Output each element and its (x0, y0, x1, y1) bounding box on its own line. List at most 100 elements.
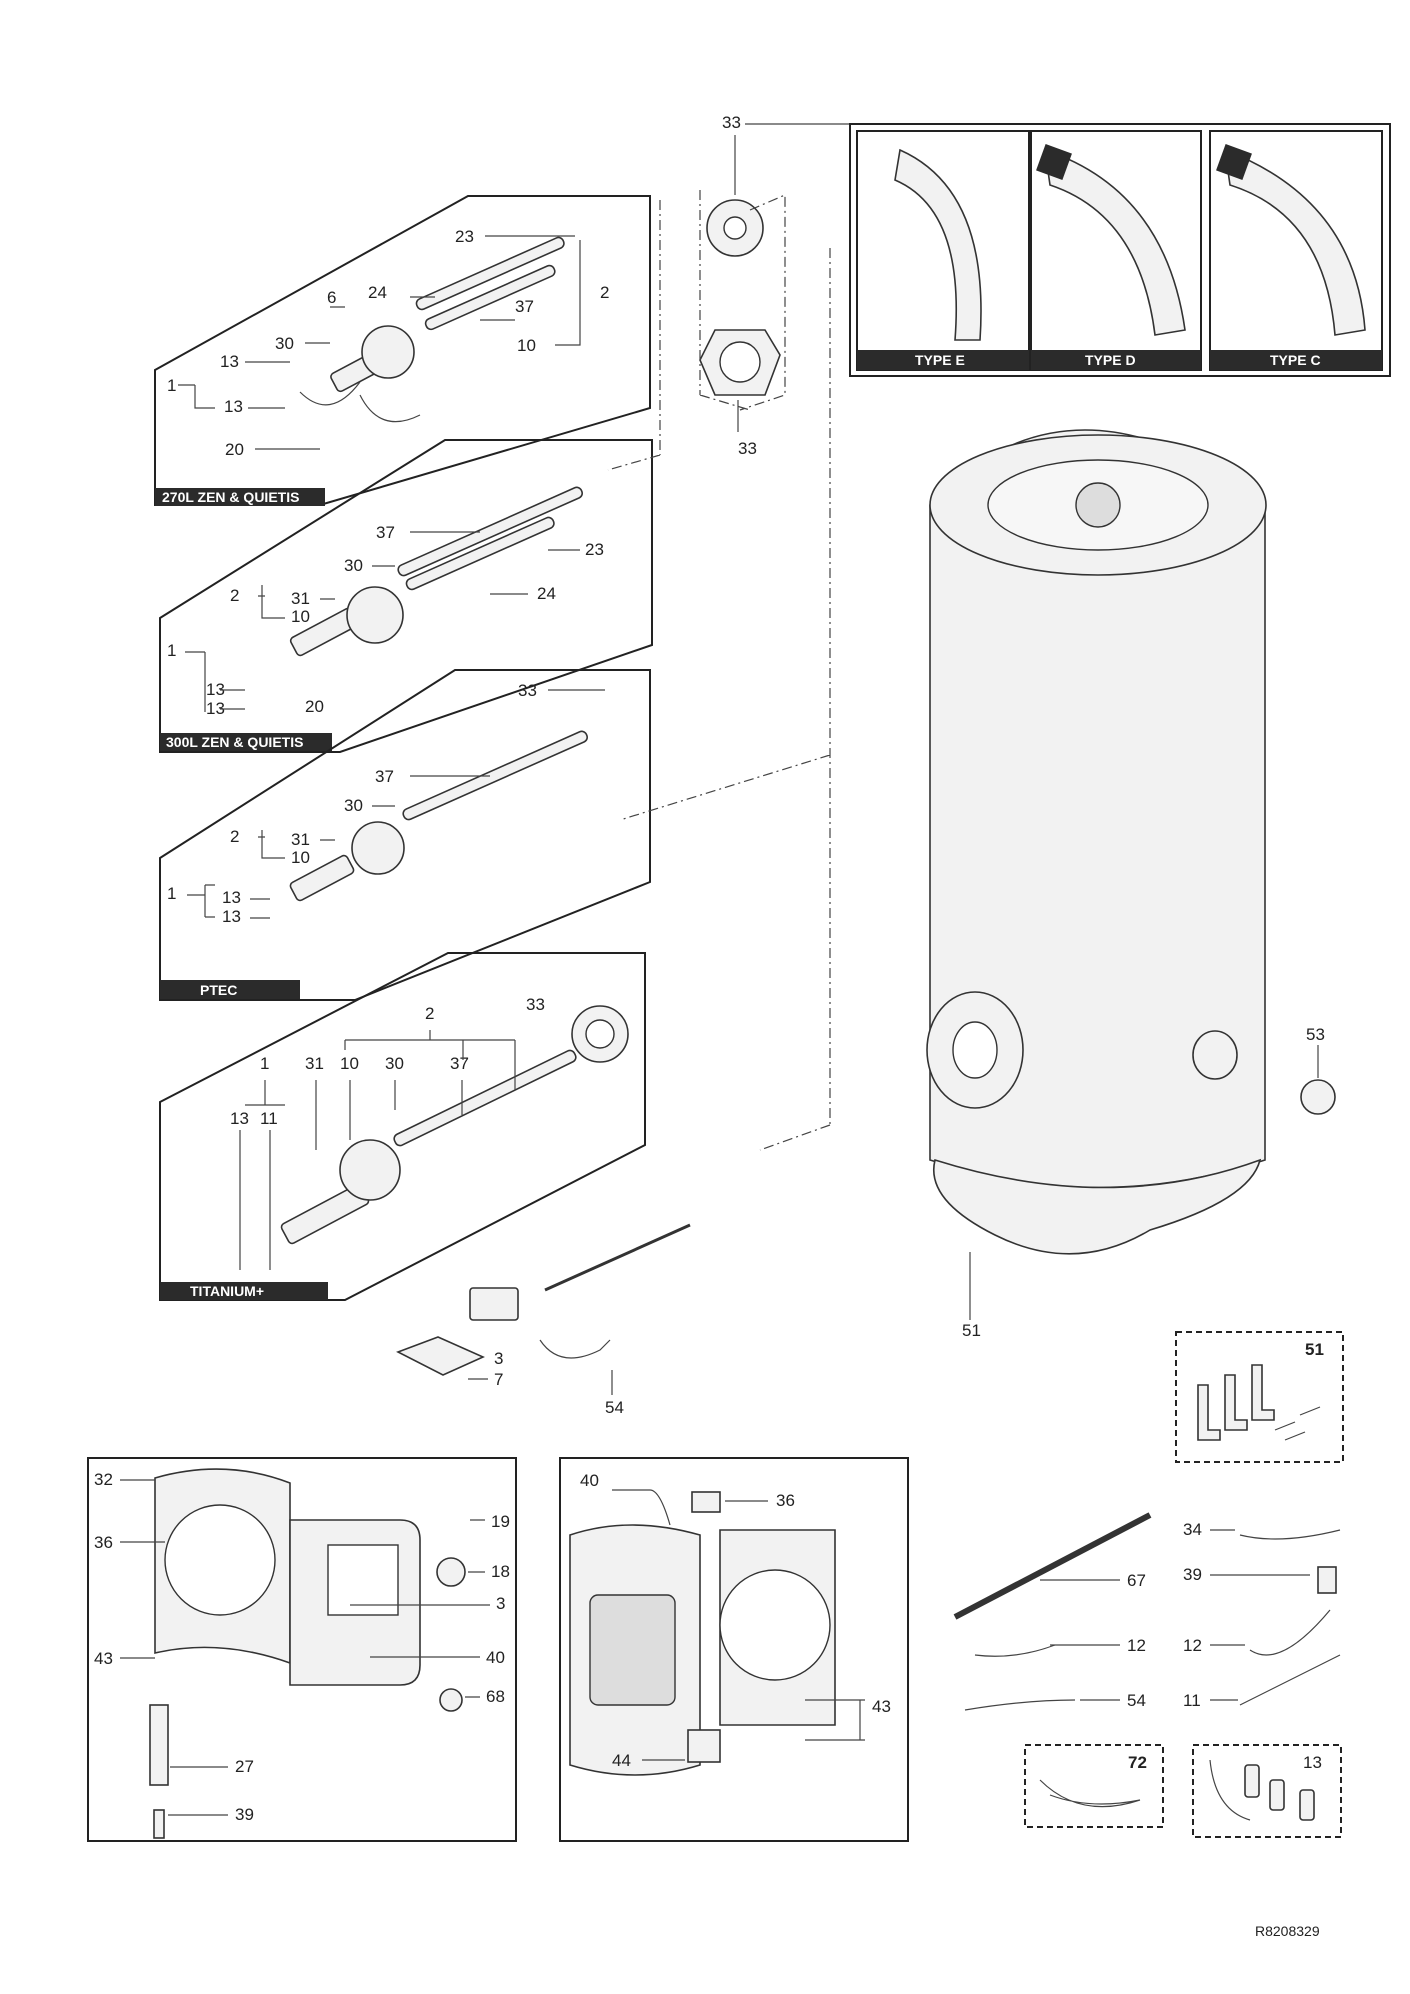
sticker-44 (687, 1729, 721, 1763)
flange-type-c-label: TYPE C (1270, 352, 1321, 368)
label-3: 3 (494, 1349, 503, 1368)
drain-plug-53 (1300, 1079, 1336, 1115)
label-7: 7 (494, 1370, 503, 1389)
label-19: 19 (491, 1512, 510, 1531)
label-1: 1 (167, 641, 176, 660)
kit-300l-panel: 300L ZEN & QUIETIS (159, 439, 653, 753)
label-32: 32 (94, 1470, 113, 1489)
heating-element (289, 854, 355, 902)
feet-kit-51-box (1175, 1331, 1344, 1463)
label-23: 23 (455, 227, 474, 246)
label-67: 67 (1127, 1571, 1146, 1590)
plug-68 (439, 1688, 463, 1712)
part-39 (1317, 1566, 1337, 1594)
flange-type-d (1044, 148, 1186, 336)
label-37: 37 (375, 767, 394, 786)
label-1: 1 (167, 376, 176, 395)
kit-titanium-panel: TITANIUM+ (159, 952, 646, 1301)
label-2: 2 (230, 586, 239, 605)
label-53: 53 (1306, 1025, 1325, 1044)
electronic-housing-box (559, 1457, 909, 1842)
label-31: 31 (291, 589, 310, 608)
label-43: 43 (872, 1697, 891, 1716)
label-24: 24 (537, 584, 556, 603)
flange (351, 821, 405, 875)
label-11: 11 (1183, 1691, 1201, 1710)
label-43: 43 (94, 1649, 113, 1668)
label-33: 33 (722, 113, 741, 132)
label-6: 6 (327, 288, 336, 307)
label-37: 37 (515, 297, 534, 316)
label-33: 33 (526, 995, 545, 1014)
control-housing-box (87, 1457, 517, 1842)
label-20: 20 (305, 697, 324, 716)
label-30: 30 (275, 334, 294, 353)
kit-300l-label: 300L ZEN & QUIETIS (166, 734, 303, 750)
flange-type-d-label: TYPE D (1085, 352, 1136, 368)
thermostat-3 (469, 1287, 519, 1321)
label-54: 54 (1127, 1691, 1146, 1710)
label-12: 12 (1127, 1636, 1146, 1655)
label-54: 54 (605, 1398, 624, 1417)
label-51: 51 (1305, 1340, 1324, 1359)
kit-270l-panel: 270L ZEN & QUIETIS (154, 195, 651, 506)
kit-270l-label: 270L ZEN & QUIETIS (162, 489, 299, 505)
label-40: 40 (580, 1471, 599, 1490)
flange-types-panel: TYPE E TYPE D TYPE C (849, 123, 1391, 377)
sheath-tube (402, 730, 588, 821)
label-68: 68 (486, 1687, 505, 1706)
cable-12-alt (1249, 1609, 1331, 1656)
label-12: 12 (1183, 1636, 1202, 1655)
label-1: 1 (167, 884, 176, 903)
label-11: 11 (260, 1109, 278, 1128)
label-33: 33 (518, 681, 537, 700)
sheath-tube (424, 264, 556, 331)
label-44: 44 (612, 1751, 631, 1770)
label-36: 36 (776, 1491, 795, 1510)
label-3: 3 (496, 1594, 505, 1613)
flange (339, 1139, 401, 1201)
label-24: 24 (368, 283, 387, 302)
label-37: 37 (450, 1054, 469, 1073)
label-13: 13 (206, 680, 225, 699)
drawing-reference: R8208329 (1255, 1923, 1320, 1939)
label-30: 30 (385, 1054, 404, 1073)
cable-12 (974, 1644, 1056, 1657)
label-10: 10 (340, 1054, 359, 1073)
label-13: 13 (1303, 1753, 1322, 1772)
label-18: 18 (491, 1562, 510, 1581)
label-37: 37 (376, 523, 395, 542)
sensor-opening (1192, 1030, 1238, 1080)
label-2: 2 (600, 283, 609, 302)
label-2: 2 (425, 1004, 434, 1023)
kit-ptec-panel: PTEC (159, 669, 651, 1001)
label-1: 1 (260, 1054, 269, 1073)
cable-11 (1239, 1654, 1341, 1706)
anode-rod (397, 486, 583, 577)
flange (346, 586, 404, 644)
sensor-39 (153, 1809, 165, 1839)
sensor-cable-34 (1239, 1529, 1341, 1540)
thermostat-probe (544, 1223, 691, 1292)
flange-type-e-label: TYPE E (915, 352, 965, 368)
label-39: 39 (1183, 1565, 1202, 1584)
anode-67 (953, 1512, 1152, 1620)
label-40: 40 (486, 1648, 505, 1667)
label-72: 72 (1128, 1753, 1147, 1772)
label-31: 31 (291, 830, 310, 849)
kit-ptec-label: PTEC (200, 982, 237, 998)
clip-36 (691, 1491, 721, 1513)
label-13: 13 (220, 352, 239, 371)
label-20: 20 (225, 440, 244, 459)
tank-base (933, 1158, 1262, 1255)
sheath-tube (405, 516, 555, 591)
label-13: 13 (222, 888, 241, 907)
label-39: 39 (235, 1805, 254, 1824)
knob-18 (436, 1557, 466, 1587)
label-13: 13 (206, 699, 225, 718)
label-10: 10 (291, 607, 310, 626)
label-23: 23 (585, 540, 604, 559)
flange-type-c (1224, 148, 1366, 336)
flange (361, 325, 415, 379)
